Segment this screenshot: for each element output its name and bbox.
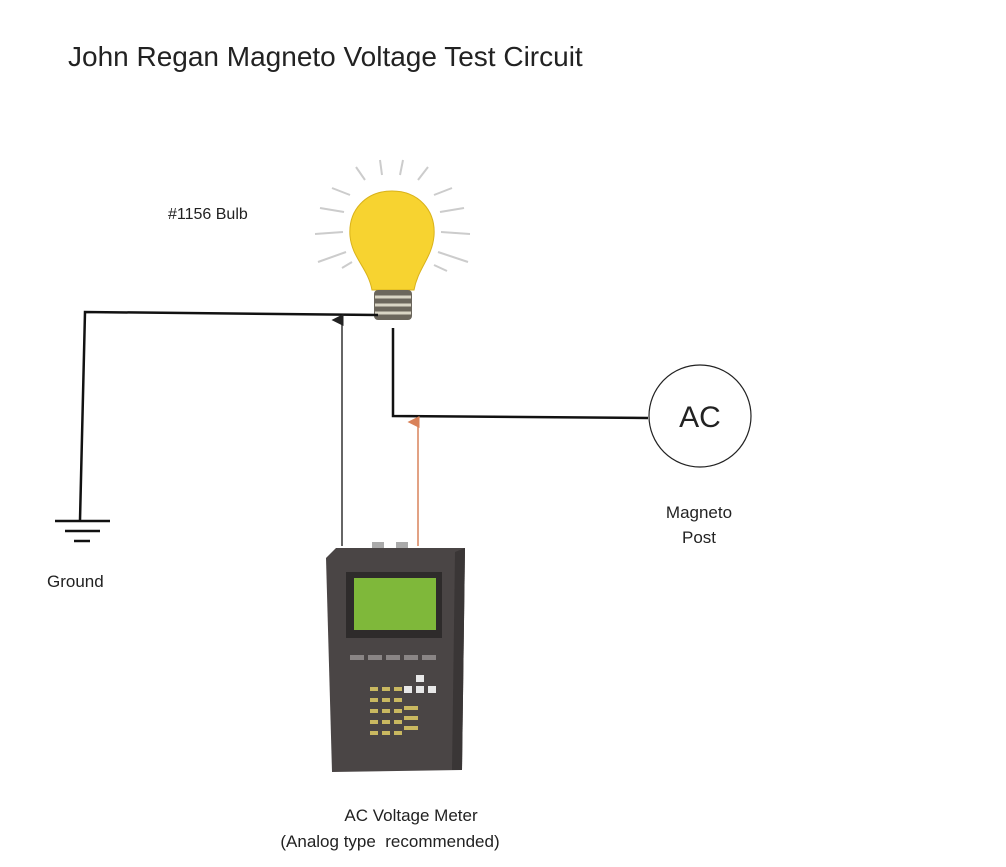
circuit-wires — [78, 310, 649, 521]
bulb-label: #1156 Bulb — [168, 206, 248, 223]
magneto-label-line2: Post — [682, 528, 716, 547]
meter-label-line2: (Analog type recommended) — [280, 832, 499, 851]
ac-source-symbol — [648, 364, 752, 468]
diagram-title: John Regan Magneto Voltage Test Circuit — [68, 41, 583, 72]
ground-symbol-icon — [55, 519, 110, 543]
magneto-label-line1: Magneto — [666, 503, 732, 522]
ground-label: Ground — [47, 572, 104, 591]
ac-symbol-text: AC — [679, 401, 721, 434]
light-bulb-icon — [314, 159, 471, 320]
meter-label-line1: AC Voltage Meter — [344, 806, 478, 825]
voltage-meter-icon — [326, 542, 465, 772]
